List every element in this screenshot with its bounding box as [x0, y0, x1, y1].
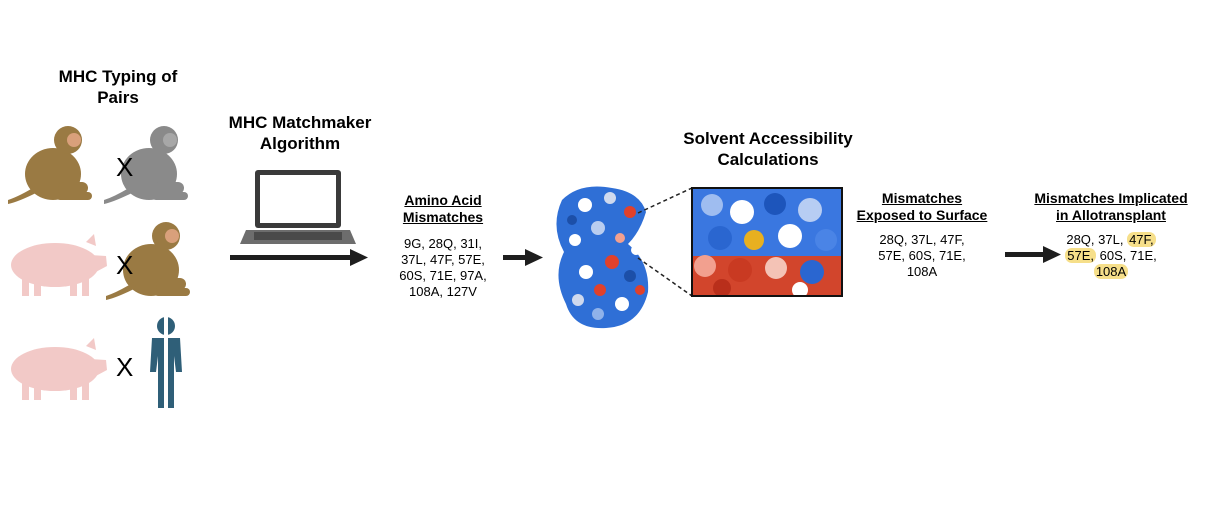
arrow-amino [503, 249, 543, 266]
arrow-exposed [1005, 246, 1061, 263]
exposed-heading-2: Exposed to Surface [856, 207, 988, 223]
amino-line: 108A, 127V [409, 284, 477, 299]
arrow-algorithm [230, 249, 368, 266]
monkey-icon [8, 126, 92, 204]
protein-zoom-icon [691, 187, 843, 298]
implicated-heading-2: in Allotransplant [1056, 207, 1166, 223]
exposed-block: Mismatches Exposed to Surface 28Q, 37L, … [840, 190, 1004, 280]
highlight-57e: 57E, [1065, 248, 1096, 263]
implicated-line-3: 108A [1018, 264, 1204, 280]
amino-line: 60S, 71E, 97A, [399, 268, 487, 283]
exposed-heading-1: Mismatches [881, 190, 963, 206]
implicated-line-1: 28Q, 37L, 47F, [1066, 232, 1156, 247]
laptop-icon [240, 170, 356, 244]
human-icon [150, 316, 182, 408]
pig-icon [11, 234, 107, 296]
implicated-block: Mismatches Implicated in Allotransplant … [1018, 190, 1204, 280]
typing-title: MHC Typing of Pairs [58, 67, 178, 107]
monkey-icon [106, 222, 190, 300]
exposed-line: 108A [906, 264, 938, 279]
protein-icon [556, 186, 649, 329]
highlight-47f: 47F, [1127, 232, 1156, 247]
x-symbol: X [116, 352, 134, 382]
amino-line: 9G, 28Q, 31I, [403, 236, 483, 251]
solvent-title: Solvent Accessibility Calculations [683, 129, 853, 169]
amino-heading-2: Mismatches [402, 209, 484, 225]
amino-heading-1: Amino Acid [404, 192, 482, 208]
exposed-line: 57E, 60S, 71E, [878, 248, 966, 263]
pig-icon [11, 338, 107, 400]
x-symbol: X [116, 152, 134, 182]
implicated-heading-1: Mismatches Implicated [1034, 190, 1188, 206]
implicated-line-2: 57E, 60S, 71E, [1065, 248, 1157, 263]
amino-mismatch-block: Amino Acid Mismatches 9G, 28Q, 31I, 37L,… [376, 192, 510, 300]
algorithm-title: MHC Matchmaker Algorithm [228, 113, 372, 153]
amino-line: 37L, 47F, 57E, [401, 252, 485, 267]
gray-monkey-icon [104, 126, 188, 204]
exposed-line: 28Q, 37L, 47F, [879, 232, 965, 247]
highlight-108a: 108A [1093, 264, 1129, 279]
x-symbol: X [116, 250, 134, 280]
